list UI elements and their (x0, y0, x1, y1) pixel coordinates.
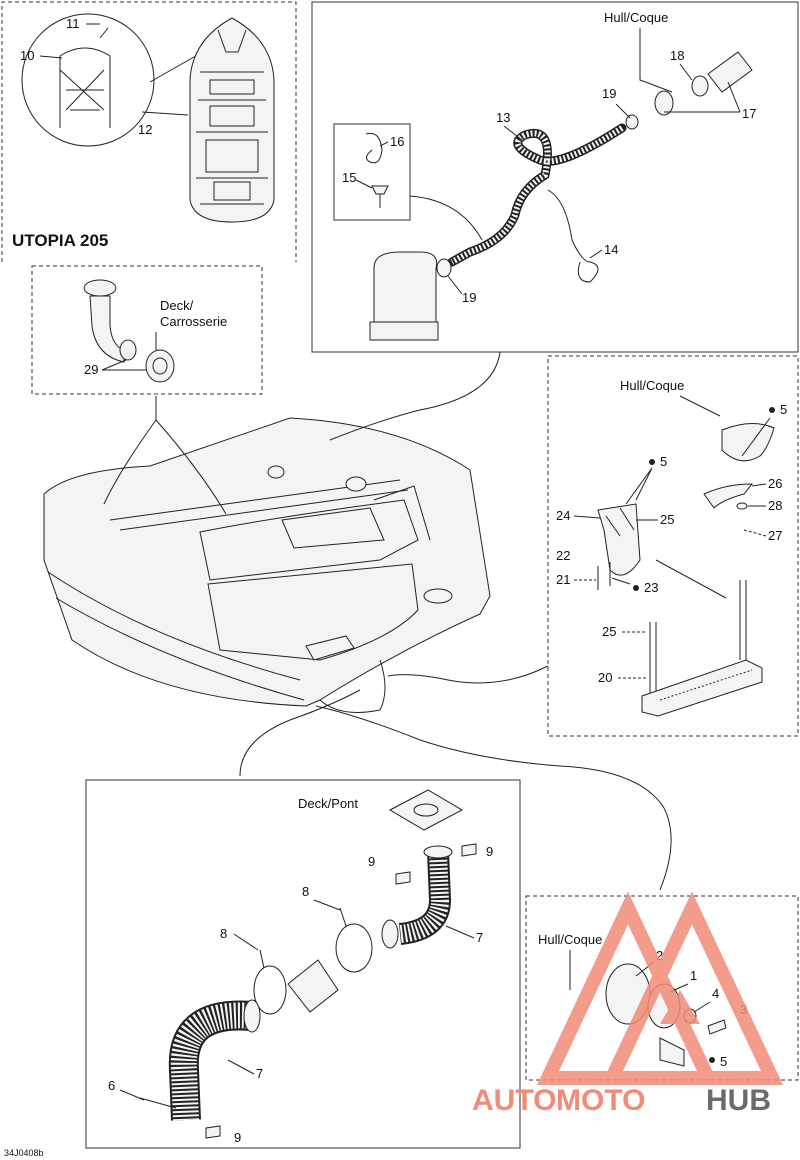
label-part-6: 6 (108, 1078, 115, 1093)
label-part-27: 27 (768, 528, 782, 543)
label-part-8-a: 8 (302, 884, 309, 899)
label-hull-coque-bottom: Hull/Coque (538, 932, 602, 947)
label-part-22: 22 (556, 548, 570, 563)
label-deck-2: Carrosserie (160, 314, 227, 329)
label-part-24: 24 (556, 508, 570, 523)
fitting-17 (625, 51, 753, 130)
model-title: UTOPIA 205 (12, 231, 108, 250)
label-part-25-a: 25 (660, 512, 674, 527)
rod-holder-20 (641, 580, 763, 717)
detail-magnifier (21, 13, 155, 147)
watermark-text-hub: HUB (706, 1084, 771, 1117)
deck-plate (388, 789, 464, 831)
label-part-5-c: 5 (720, 1054, 727, 1069)
overview-panel: 11 10 12 UTOPIA 205 (1, 1, 297, 262)
watermark-text-auto: AUTO (472, 1084, 556, 1117)
watermark-text-moto: MOTO (556, 1084, 645, 1117)
label-part-19-bottom: 19 (462, 290, 476, 305)
label-part-9-b: 9 (486, 844, 493, 859)
label-part-9-c: 9 (234, 1130, 241, 1145)
label-part-20: 20 (598, 670, 612, 685)
label-hull-coque-right: Hull/Coque (620, 378, 684, 393)
label-part-17: 17 (742, 106, 756, 121)
label-part-11: 11 (66, 16, 80, 31)
label-part-5-b: 5 (660, 454, 667, 469)
label-part-7-b: 7 (256, 1066, 263, 1081)
label-part-28: 28 (768, 498, 782, 513)
label-part-21: 21 (556, 572, 570, 587)
label-part-9-a: 9 (368, 854, 375, 869)
label-part-19-top: 19 (602, 86, 616, 101)
label-hull-coque-top: Hull/Coque (604, 10, 668, 25)
label-part-23: 23 (644, 580, 658, 595)
label-part-14: 14 (604, 242, 618, 257)
label-part-16: 16 (390, 134, 404, 149)
label-part-8-b: 8 (220, 926, 227, 941)
label-part-1: 1 (690, 968, 697, 983)
bilge-pump (369, 251, 452, 341)
hose-13 (447, 123, 627, 267)
fastener-inset (333, 123, 411, 221)
label-part-2: 2 (656, 948, 663, 963)
deck-drain-panel: Deck/ Carrosserie 29 (31, 265, 263, 395)
sealant-drop-icon (769, 407, 775, 413)
label-part-18: 18 (670, 48, 684, 63)
drawing-code: 34J0408b (4, 1148, 44, 1158)
label-part-15: 15 (342, 170, 356, 185)
label-part-25-b: 25 (602, 624, 616, 639)
label-part-29: 29 (84, 362, 98, 377)
label-deck-pont: Deck/Pont (298, 796, 358, 811)
watermark-logo (536, 891, 784, 1085)
label-part-10: 10 (20, 48, 34, 63)
rod-holder-panel: Hull/Coque 5 26 28 27 5 24 25 22 21 23 (547, 355, 799, 737)
boat-stern-body (43, 417, 491, 713)
drain-hose-panel: Hull/Coque 18 17 19 13 19 14 (311, 1, 799, 353)
label-part-13: 13 (496, 110, 510, 125)
label-part-4: 4 (712, 986, 719, 1001)
label-part-5-a: 5 (780, 402, 787, 417)
label-deck-1: Deck/ (160, 298, 194, 313)
label-part-26: 26 (768, 476, 782, 491)
boat-top-view (189, 17, 275, 223)
vent-hose-panel: Deck/Pont 9 9 7 8 8 7 6 9 (85, 779, 521, 1149)
label-part-12: 12 (138, 122, 152, 137)
label-part-7-a: 7 (476, 930, 483, 945)
